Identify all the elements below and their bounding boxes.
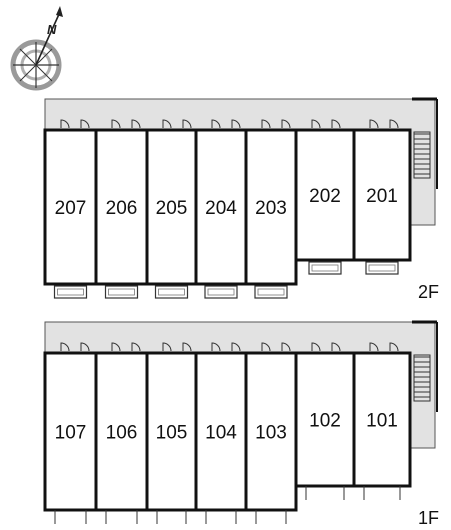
door-swing-icon <box>211 342 221 352</box>
balcony <box>254 285 288 299</box>
door-swing-icon <box>182 342 192 352</box>
balcony-rail <box>368 264 396 272</box>
door-swing-icon <box>60 342 70 352</box>
door-swing-icon <box>369 119 379 129</box>
unit-label: 203 <box>255 198 287 219</box>
door-swing-icon <box>131 119 141 129</box>
door-swing-icon <box>261 119 271 129</box>
unit-206: 206 <box>94 119 149 299</box>
unit-label: 105 <box>156 423 188 444</box>
door-swing-icon <box>80 342 90 352</box>
staircase <box>413 354 431 402</box>
door-swing-icon <box>60 119 70 129</box>
door-swing-icon <box>369 342 379 352</box>
unit-101: 101 <box>352 342 412 500</box>
door-swing-icon <box>311 119 321 129</box>
door-swing-icon <box>131 342 141 352</box>
balcony <box>204 285 238 299</box>
balcony-rail <box>108 288 135 296</box>
unit-room <box>43 128 98 286</box>
unit-106: 106 <box>94 342 149 524</box>
unit-204: 204 <box>194 119 248 299</box>
stair-outline <box>413 354 431 402</box>
unit-104: 104 <box>194 342 248 524</box>
unit-room <box>244 128 298 286</box>
door-swing-icon <box>231 342 241 352</box>
balcony-rail <box>207 288 235 296</box>
door-swing-icon <box>281 342 291 352</box>
balcony-rail <box>257 288 285 296</box>
unit-room <box>145 128 198 286</box>
unit-room <box>352 351 412 488</box>
door-swing-icon <box>331 119 341 129</box>
unit-label: 204 <box>205 198 237 219</box>
balcony <box>104 285 139 299</box>
door-swing-icon <box>231 119 241 129</box>
unit-label: 107 <box>55 423 87 444</box>
door-swing-icon <box>389 119 399 129</box>
unit-205: 205 <box>145 119 198 299</box>
unit-label: 103 <box>255 423 287 444</box>
unit-103: 103 <box>244 342 298 524</box>
unit-room <box>294 351 356 488</box>
staircase <box>413 131 431 179</box>
unit-label: 104 <box>205 423 237 444</box>
compass-north-label: N <box>47 22 57 37</box>
door-swing-icon <box>281 119 291 129</box>
floor-label: 1F <box>418 508 439 528</box>
unit-label: 106 <box>106 423 138 444</box>
unit-label: 102 <box>309 411 341 432</box>
balcony <box>154 285 189 299</box>
unit-label: 101 <box>366 411 398 432</box>
unit-105: 105 <box>145 342 198 524</box>
door-swing-icon <box>162 342 172 352</box>
unit-label: 205 <box>156 198 188 219</box>
balcony <box>53 285 88 299</box>
balcony-rail <box>57 288 84 296</box>
door-swing-icon <box>182 119 192 129</box>
balcony <box>308 261 342 275</box>
balcony-rail <box>158 288 185 296</box>
door-swing-icon <box>80 119 90 129</box>
unit-202: 202 <box>294 119 356 275</box>
unit-label: 202 <box>309 186 341 207</box>
door-swing-icon <box>111 342 121 352</box>
unit-label: 206 <box>106 198 138 219</box>
unit-203: 203 <box>244 119 298 299</box>
unit-room <box>352 128 412 262</box>
floor-label: 2F <box>418 282 439 302</box>
balcony-rail <box>311 264 339 272</box>
door-swing-icon <box>162 119 172 129</box>
unit-201: 201 <box>352 119 412 275</box>
unit-207: 207 <box>43 119 98 299</box>
unit-102: 102 <box>294 342 356 500</box>
unit-room <box>94 351 149 512</box>
door-swing-icon <box>211 119 221 129</box>
balcony <box>365 261 399 275</box>
unit-room <box>43 351 98 512</box>
compass-rose-icon: N <box>10 6 63 91</box>
unit-label: 207 <box>55 198 87 219</box>
door-swing-icon <box>111 119 121 129</box>
stair-outline <box>413 131 431 179</box>
unit-label: 201 <box>366 186 398 207</box>
floor-2F: 207 206 205 204 203 202 201 2F <box>43 97 439 302</box>
floor-1F: 107 106 105 104 103 102 101 1F <box>43 320 439 528</box>
door-swing-icon <box>331 342 341 352</box>
door-swing-icon <box>389 342 399 352</box>
unit-107: 107 <box>43 342 98 524</box>
door-swing-icon <box>311 342 321 352</box>
door-swing-icon <box>261 342 271 352</box>
unit-room <box>194 128 248 286</box>
unit-room <box>194 351 248 512</box>
